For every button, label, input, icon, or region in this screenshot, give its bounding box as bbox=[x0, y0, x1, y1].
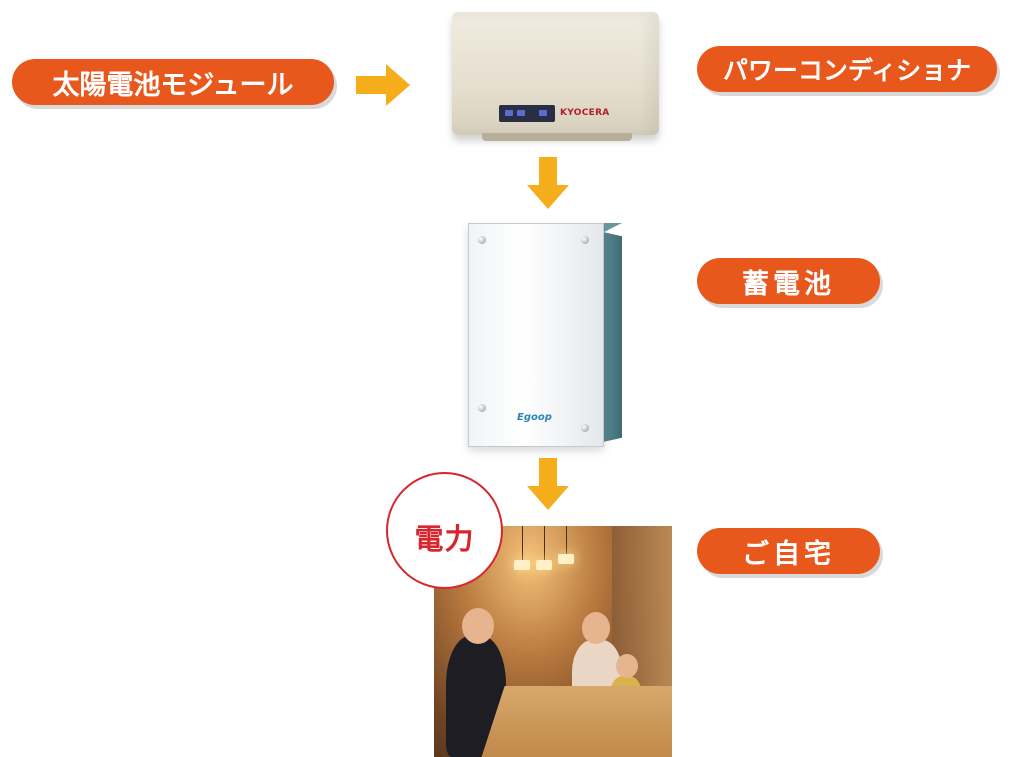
person-child-head bbox=[616, 654, 638, 678]
home-dining-photo bbox=[434, 526, 672, 757]
person-mother-head bbox=[582, 612, 610, 644]
screw bbox=[581, 236, 589, 244]
label-solar-module: 太陽電池モジュール bbox=[12, 59, 334, 105]
label-solar-module-text: 太陽電池モジュール bbox=[52, 69, 294, 101]
arrow-down-icon bbox=[527, 458, 569, 510]
battery-brand: Egoop bbox=[517, 412, 552, 423]
power-badge-text: 電力 bbox=[414, 522, 475, 556]
power-badge: 電力 bbox=[386, 472, 503, 589]
label-home: ご自宅 bbox=[697, 528, 880, 574]
screw bbox=[478, 404, 486, 412]
label-battery-text: 蓄電池 bbox=[742, 268, 835, 300]
label-home-text: ご自宅 bbox=[742, 538, 835, 570]
screw bbox=[478, 236, 486, 244]
pendant-lamp bbox=[558, 554, 574, 564]
pcs-display bbox=[499, 105, 555, 122]
label-power-conditioner-text: パワーコンディショナ bbox=[722, 56, 972, 85]
pendant-lamp bbox=[514, 560, 530, 570]
power-conditioner-image: KYOCERA bbox=[452, 12, 659, 141]
pcs-vent bbox=[482, 133, 632, 141]
arrow-down-icon bbox=[527, 157, 569, 209]
dining-table bbox=[475, 686, 672, 757]
pendant-lamp bbox=[536, 560, 552, 570]
label-battery: 蓄電池 bbox=[697, 258, 880, 304]
arrow-right-icon bbox=[356, 64, 410, 106]
battery-image: Egoop bbox=[468, 223, 604, 447]
person-father-head bbox=[462, 608, 494, 644]
screw bbox=[581, 424, 589, 432]
label-power-conditioner: パワーコンディショナ bbox=[697, 46, 997, 92]
battery-side-panel bbox=[603, 232, 622, 442]
pcs-logo: KYOCERA bbox=[560, 108, 610, 118]
